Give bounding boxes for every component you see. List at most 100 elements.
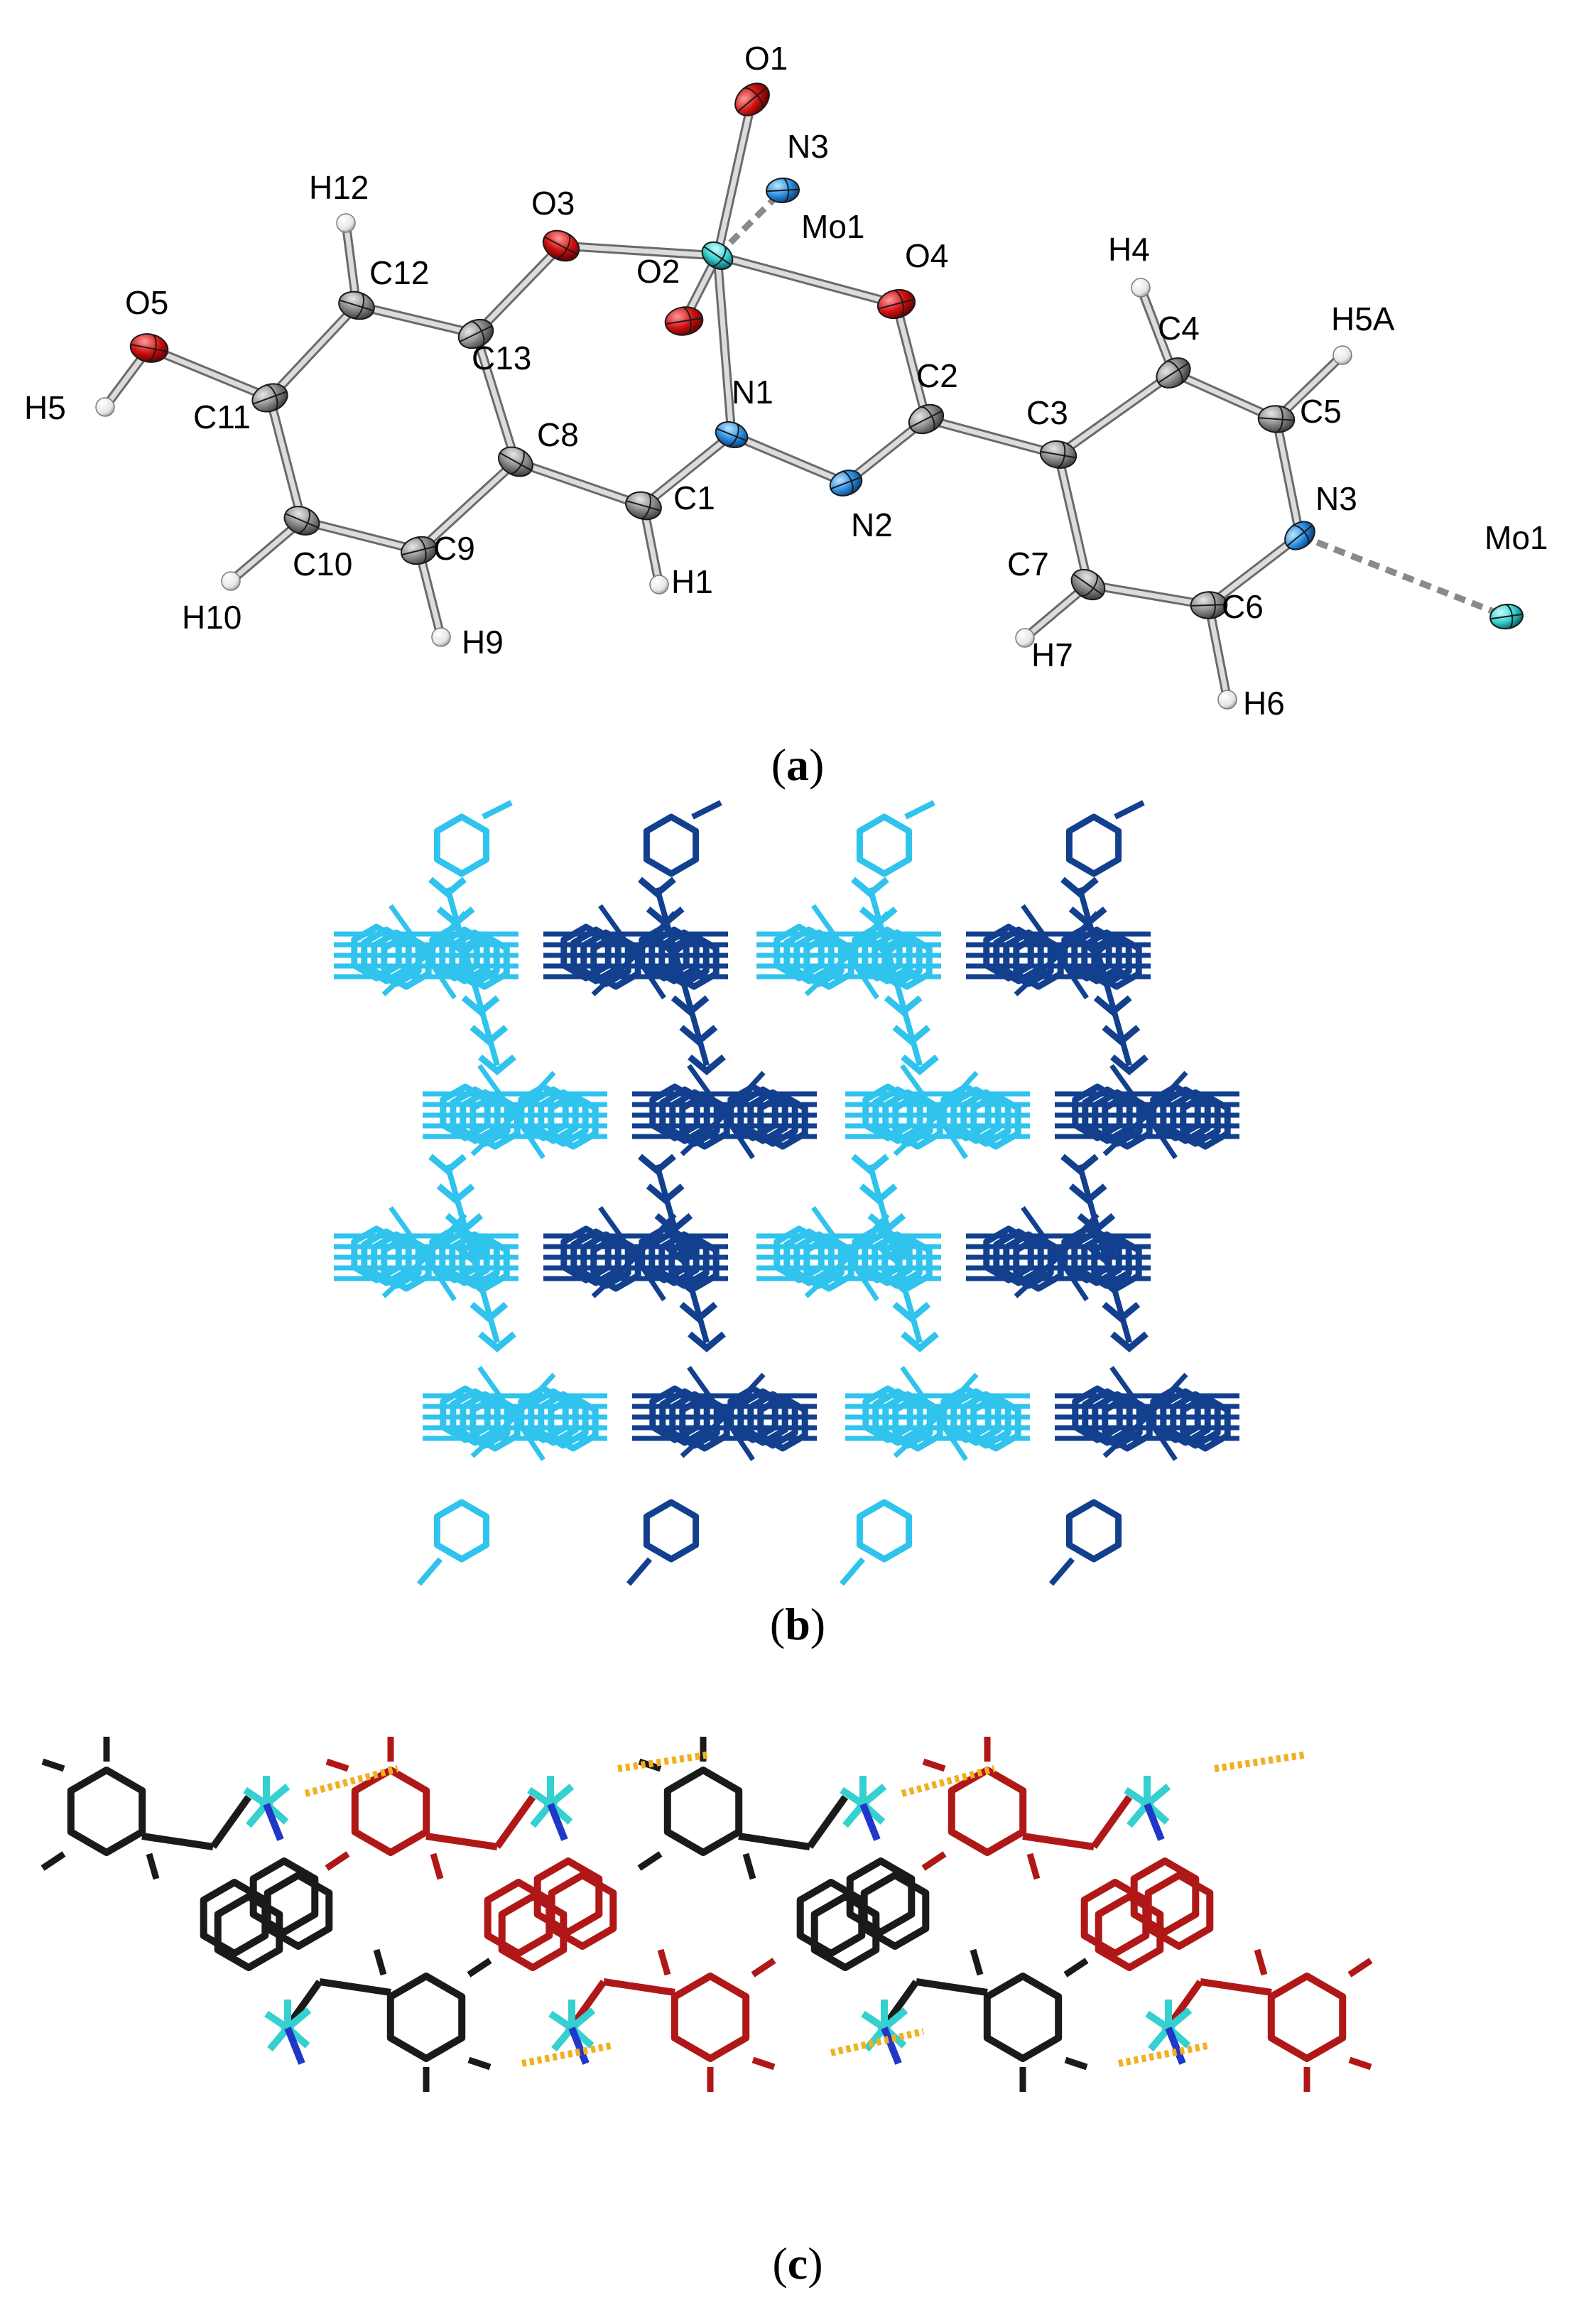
chain-unit-0	[40, 1737, 492, 2092]
chain-zigzag	[478, 1331, 516, 1352]
atom-label-C5: C5	[1300, 393, 1342, 430]
bond-highlight-C12-C11	[267, 303, 359, 401]
atom-label-C1: C1	[673, 479, 715, 516]
atom-C7	[1070, 568, 1106, 601]
packing-hub	[632, 1063, 817, 1159]
substituent	[657, 1948, 671, 1976]
imine-link	[141, 1833, 214, 1850]
hub-spoke	[591, 1255, 638, 1298]
packing-column-0	[334, 800, 607, 1586]
ellipsoid-axis	[544, 236, 578, 256]
packing-tail	[1114, 800, 1145, 820]
hub-ring	[970, 1394, 1021, 1452]
chain-zigzag	[1110, 1054, 1149, 1075]
imine-link	[1022, 1833, 1095, 1850]
ellipsoid-octant	[1208, 591, 1216, 619]
hub-spoke	[381, 953, 428, 997]
packing-hub	[423, 1063, 607, 1159]
pyridine-ring	[498, 1893, 568, 1971]
hub-spoke	[1021, 904, 1060, 958]
atom-label-N3: N3	[1315, 480, 1357, 517]
hub-spoke	[513, 1070, 556, 1117]
pyridine-ring	[548, 1872, 617, 1950]
ellipsoid-octant	[841, 470, 854, 495]
packing-chain	[851, 1154, 939, 1352]
hub-spoke	[1056, 1256, 1089, 1301]
n-bond	[284, 2027, 305, 2065]
substituent	[1026, 1853, 1041, 1880]
substituent	[1254, 1948, 1268, 1976]
hub-spoke	[900, 1063, 940, 1117]
packing-terminal-ring	[1065, 813, 1122, 877]
hub-spoke	[634, 954, 666, 999]
bond-highlight-C6-C7	[1085, 582, 1212, 608]
ellipsoid-axis	[1490, 613, 1523, 620]
mo-center-upper	[840, 1776, 887, 1841]
ellipsoid-octant	[1275, 405, 1283, 433]
atom-H12	[336, 213, 356, 233]
atom-label-O2: O2	[636, 253, 680, 290]
substituent	[1063, 1958, 1089, 1978]
hub-spoke	[513, 1416, 545, 1461]
pyridine-ring	[249, 1857, 319, 1936]
chain-backbone	[867, 886, 923, 1067]
substituent	[637, 1851, 663, 1871]
n-bond	[859, 1803, 881, 1841]
hub-spoke	[680, 1415, 727, 1458]
packing-hub	[543, 904, 728, 999]
hydrogen-bond-1	[617, 1751, 711, 1772]
hydrogen-bond-2	[901, 1765, 996, 1797]
hub-spoke	[811, 904, 851, 958]
hub-spoke	[1145, 1372, 1188, 1419]
atom-C9	[401, 536, 438, 565]
chain-zigzag	[901, 1331, 939, 1352]
packing-chain	[428, 877, 516, 1075]
packing-chain	[851, 877, 939, 1075]
substituent	[40, 1851, 66, 1871]
atom-N1	[715, 421, 749, 448]
hub-spoke	[477, 1365, 517, 1419]
packing-hub	[756, 904, 941, 999]
packing-terminal-ring	[433, 813, 490, 877]
ellipsoid-axis	[703, 246, 732, 266]
atom-C3	[1039, 440, 1077, 469]
hub-spoke	[1102, 1415, 1149, 1458]
packing-hub	[423, 1365, 607, 1461]
packing-hub	[845, 1365, 1030, 1461]
bond-highlight-C4-C5	[1171, 370, 1279, 422]
substituent	[430, 1853, 444, 1880]
packing-tail	[904, 800, 935, 820]
ellipsoid-axis	[1073, 573, 1104, 596]
substituent	[373, 1948, 387, 1976]
atom-C12	[338, 291, 375, 320]
substituent	[751, 1958, 776, 1978]
chain-zigzag	[688, 1331, 726, 1352]
atom-C8	[498, 446, 533, 477]
hub-spoke	[893, 1113, 940, 1156]
hub-spoke	[1021, 1205, 1060, 1259]
atom-label-C12: C12	[369, 254, 429, 291]
ellipsoid-axis	[1190, 604, 1227, 607]
hub-ring	[469, 1092, 521, 1150]
hub-spoke	[722, 1070, 766, 1117]
hub-ring	[679, 1394, 730, 1452]
pyridine-ring	[846, 1857, 916, 1936]
ellipsoid-octant	[296, 507, 310, 534]
packing-hub	[1055, 1063, 1239, 1159]
pyridine-ring	[860, 1872, 930, 1950]
ellipsoid-octant	[781, 178, 790, 203]
atom-N3	[1284, 521, 1315, 550]
hub-ring	[590, 1234, 641, 1292]
packing-tail	[626, 1557, 653, 1586]
hub-spoke	[847, 1256, 879, 1301]
atom-C2	[908, 403, 945, 435]
mo-center-upper	[1124, 1776, 1171, 1841]
atom-label-Mo1: Mo1	[801, 208, 864, 245]
packing-terminal-ring	[856, 1499, 913, 1563]
hub-spoke	[1014, 1255, 1060, 1298]
bond-highlight-C10-C9	[299, 518, 422, 553]
mo-link	[1090, 1795, 1133, 1849]
pyridine-ring	[264, 1872, 333, 1950]
packing-terminal-ring	[856, 813, 913, 877]
